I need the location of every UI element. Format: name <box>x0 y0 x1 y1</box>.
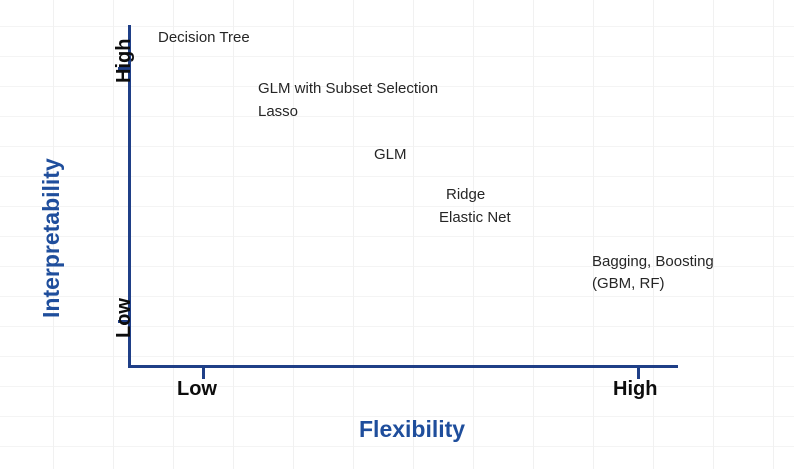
data-label-glm: GLM <box>374 146 407 163</box>
x-axis-tick-high <box>637 368 640 379</box>
data-label-elastic-net: Elastic Net <box>439 209 511 226</box>
data-label-lasso: Lasso <box>258 103 299 120</box>
x-axis-line <box>128 365 678 368</box>
data-label-decision-tree: Decision Tree <box>158 29 250 46</box>
y-axis-tick-high <box>118 67 129 70</box>
x-axis-title: Flexibility <box>359 416 466 442</box>
data-label-glm-subset-selection: GLM with Subset Selection <box>258 80 439 97</box>
x-axis-tick-label-high: High <box>613 378 658 400</box>
data-label-ridge: Ridge <box>446 186 486 203</box>
y-axis-tick-low <box>118 320 129 323</box>
x-axis-tick-label-low: Low <box>177 378 217 400</box>
y-axis-tick-label-low: Low <box>113 298 135 338</box>
data-label-bagging-boosting: Bagging, Boosting <box>592 253 714 270</box>
x-axis-tick-low <box>202 368 205 379</box>
y-axis-title: Interpretability <box>38 158 64 318</box>
y-axis-tick-label-high: High <box>113 38 135 83</box>
y-axis-line <box>128 25 131 368</box>
data-label-gbm-rf: (GBM, RF) <box>592 275 665 292</box>
